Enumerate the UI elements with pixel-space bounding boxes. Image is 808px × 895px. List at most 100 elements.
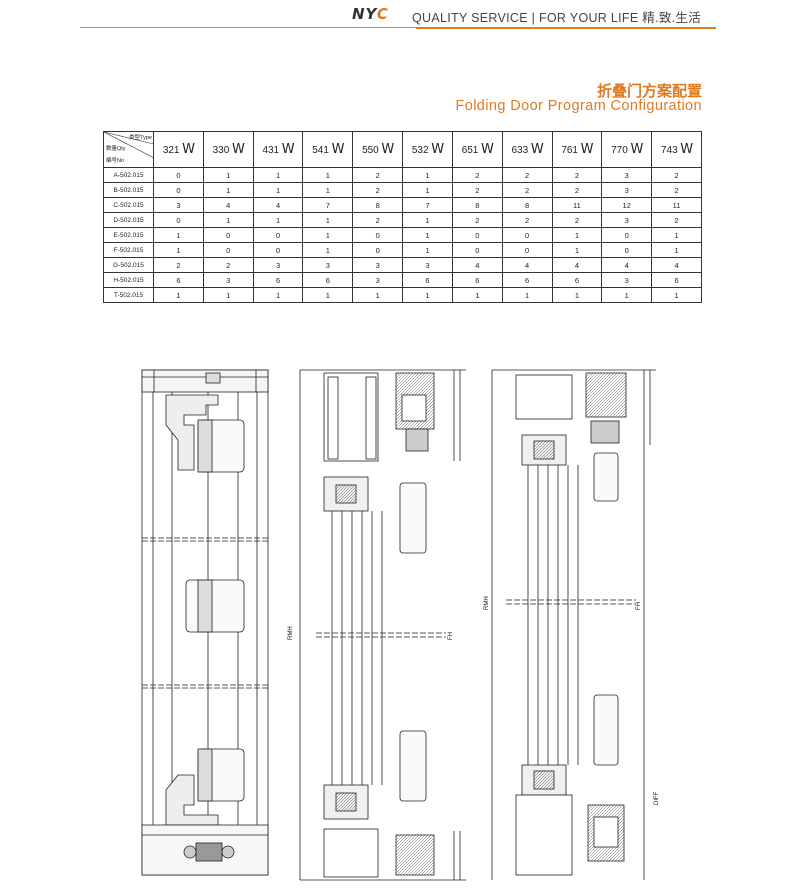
table-cell: 6 <box>451 272 503 288</box>
table-cell: 1 <box>451 287 503 303</box>
column-code: 743 <box>660 145 678 156</box>
table-cell: 2 <box>551 182 603 198</box>
table-cell: 2 <box>501 182 553 198</box>
panel-fold-icon: W <box>580 142 594 157</box>
table-cell: 2 <box>153 257 204 273</box>
corner-label-type: 类型Type <box>129 135 152 141</box>
table-cell: 8 <box>352 197 404 213</box>
column-code: 633 <box>511 145 529 156</box>
table-cell: 3 <box>202 272 254 288</box>
row-part-code: H-502.015 <box>103 272 154 288</box>
table-cell: 4 <box>252 197 304 213</box>
dim-label-fh-2: FH <box>636 602 642 610</box>
table-cell: 4 <box>601 257 653 273</box>
table-cell: 1 <box>202 287 254 303</box>
drawing-section-1 <box>299 369 466 881</box>
table-cell: 4 <box>451 257 503 273</box>
table-cell: 0 <box>153 182 204 198</box>
table-cell: 1 <box>302 287 354 303</box>
table-cell: 2 <box>451 182 503 198</box>
table-cell: 3 <box>252 257 304 273</box>
table-cell: 6 <box>302 272 354 288</box>
panel-fold-icon: W <box>530 142 544 157</box>
column-header-3: 541 W <box>302 131 354 168</box>
table-cell: 2 <box>352 167 404 183</box>
table-cell: 1 <box>651 242 702 258</box>
table-cell: 11 <box>551 197 603 213</box>
column-header-7: 633 W <box>501 131 553 168</box>
table-cell: 0 <box>501 242 553 258</box>
column-header-8: 761 W <box>551 131 603 168</box>
section-title-cn: 折叠门方案配置 <box>596 82 702 100</box>
table-cell: 1 <box>202 212 254 228</box>
table-cell: 1 <box>153 287 204 303</box>
header-divider <box>80 27 716 28</box>
column-code: 330 <box>212 145 230 156</box>
table-cell: 3 <box>601 167 653 183</box>
drawing-elevation <box>141 369 269 876</box>
drawing-section-2 <box>491 369 656 880</box>
panel-fold-icon: W <box>182 142 195 157</box>
row-part-code: G-502.015 <box>103 257 154 273</box>
table-cell: 1 <box>402 167 453 183</box>
panel-fold-icon: W <box>231 142 245 157</box>
corner-diagonal <box>104 132 154 159</box>
column-code: 550 <box>362 145 379 156</box>
table-cell: 4 <box>551 257 603 273</box>
table-cell: 0 <box>352 242 404 258</box>
table-cell: 1 <box>252 182 304 198</box>
column-header-6: 651 W <box>451 131 503 168</box>
panel-fold-icon: W <box>381 142 394 157</box>
table-cell: 1 <box>302 212 354 228</box>
table-corner-cell: 类型Type 数量Qty 编号No <box>103 131 154 168</box>
table-cell: 0 <box>153 167 204 183</box>
table-cell: 3 <box>352 257 404 273</box>
table-cell: 3 <box>352 272 404 288</box>
column-header-5: 532 W <box>402 131 453 168</box>
row-part-code: D-502.015 <box>103 212 154 228</box>
table-cell: 2 <box>651 212 702 228</box>
column-code: 532 <box>411 145 429 156</box>
table-cell: 1 <box>153 227 204 243</box>
table-cell: 6 <box>501 272 553 288</box>
table-cell: 1 <box>651 287 702 303</box>
table-cell: 7 <box>302 197 354 213</box>
table-cell: 2 <box>451 167 503 183</box>
dim-label-fh-1: FH <box>448 632 454 640</box>
table-cell: 3 <box>153 197 204 213</box>
table-cell: 6 <box>551 272 603 288</box>
table-cell: 1 <box>402 212 453 228</box>
brand-logo: NYC <box>352 5 389 23</box>
table-cell: 6 <box>651 272 702 288</box>
table-cell: 1 <box>402 182 453 198</box>
table-cell: 2 <box>352 212 404 228</box>
table-cell: 1 <box>402 242 453 258</box>
table-cell: 3 <box>601 272 653 288</box>
table-cell: 8 <box>501 197 553 213</box>
table-cell: 2 <box>551 167 603 183</box>
table-cell: 1 <box>352 287 404 303</box>
row-part-code: C-502.015 <box>103 197 154 213</box>
table-cell: 3 <box>402 257 453 273</box>
table-cell: 1 <box>302 167 354 183</box>
panel-fold-icon: W <box>431 142 444 157</box>
column-header-4: 550 W <box>352 131 404 168</box>
table-cell: 2 <box>451 212 503 228</box>
table-cell: 0 <box>202 242 254 258</box>
table-cell: 11 <box>651 197 702 213</box>
table-cell: 1 <box>402 287 453 303</box>
column-header-1: 330 W <box>202 131 254 168</box>
table-cell: 6 <box>153 272 204 288</box>
table-cell: 3 <box>601 182 653 198</box>
table-cell: 1 <box>202 167 254 183</box>
table-cell: 3 <box>302 257 354 273</box>
table-cell: 1 <box>651 227 702 243</box>
column-code: 761 <box>561 145 578 156</box>
row-part-code: F-502.015 <box>103 242 154 258</box>
dim-label-diff: DIFF <box>654 791 660 805</box>
